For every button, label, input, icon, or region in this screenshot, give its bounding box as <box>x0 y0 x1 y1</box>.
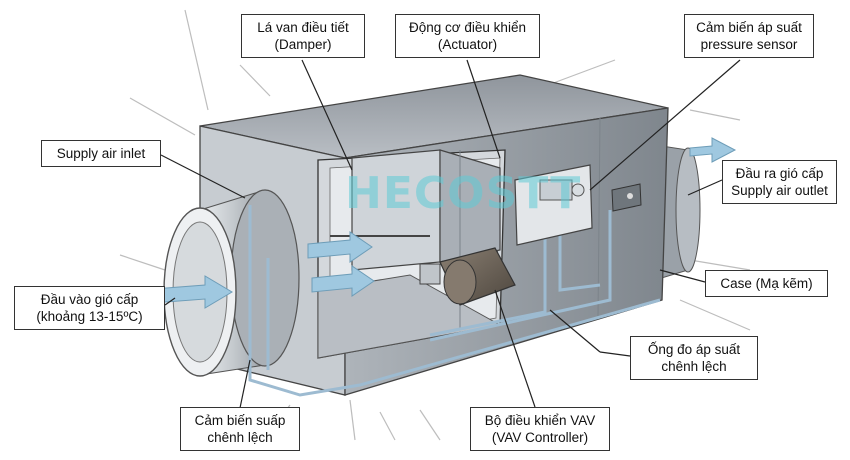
pressure-sensor-box <box>611 183 642 212</box>
label-damper-line2: (Damper) <box>274 37 332 52</box>
inlet-duct <box>163 189 300 377</box>
label-actuator-line1: Động cơ điều khiển <box>409 20 526 35</box>
label-vav-controller: Bộ điều khiển VAV (VAV Controller) <box>470 407 610 451</box>
label-diff-sensor-line1: Cảm biến suấp <box>194 413 286 428</box>
label-inlet-vn: Đầu vào gió cấp (khoảng 13-15ºC) <box>14 286 165 330</box>
label-damper: Lá van điều tiết (Damper) <box>241 14 365 58</box>
label-actuator-line2: (Actuator) <box>437 37 498 52</box>
label-outlet-line2: Supply air outlet <box>731 183 828 198</box>
label-pressure-sensor-line1: Cảm biến áp suất <box>696 20 802 35</box>
label-case: Case (Mạ kẽm) <box>705 270 828 297</box>
leader-lines <box>160 59 741 409</box>
label-damper-line1: Lá van điều tiết <box>257 20 349 35</box>
label-pressure-sensor-line2: pressure sensor <box>700 37 798 52</box>
label-vav-controller-line2: (VAV Controller) <box>491 430 589 445</box>
label-inlet-vn-line1: Đầu vào gió cấp <box>40 292 139 307</box>
label-outlet-line1: Đầu ra gió cấp <box>735 166 824 181</box>
label-pressure-tube-line2: chênh lệch <box>661 359 727 374</box>
background-rays <box>119 9 751 441</box>
label-diff-sensor-line2: chênh lệch <box>207 430 273 445</box>
actuator-motor <box>419 247 516 306</box>
label-outlet: Đầu ra gió cấp Supply air outlet <box>722 160 837 204</box>
label-vav-controller-line1: Bộ điều khiển VAV <box>484 413 596 428</box>
label-supply-inlet: Supply air inlet <box>41 140 161 167</box>
label-diff-sensor: Cảm biến suấp chênh lệch <box>180 407 300 451</box>
pressure-tubing <box>248 205 661 397</box>
label-case-line1: Case (Mạ kẽm) <box>720 276 813 291</box>
label-actuator: Động cơ điều khiển (Actuator) <box>395 14 540 58</box>
label-pressure-tube-line1: Ống đo áp suất <box>647 342 741 357</box>
label-inlet-vn-line2: (khoảng 13-15ºC) <box>36 309 143 324</box>
vav-controller-module <box>514 164 593 246</box>
label-supply-inlet-line1: Supply air inlet <box>56 146 146 161</box>
label-pressure-tube: Ống đo áp suất chênh lệch <box>630 336 758 380</box>
watermark-logo: HECOSTT <box>345 168 582 219</box>
label-pressure-sensor: Cảm biến áp suất pressure sensor <box>684 14 814 58</box>
